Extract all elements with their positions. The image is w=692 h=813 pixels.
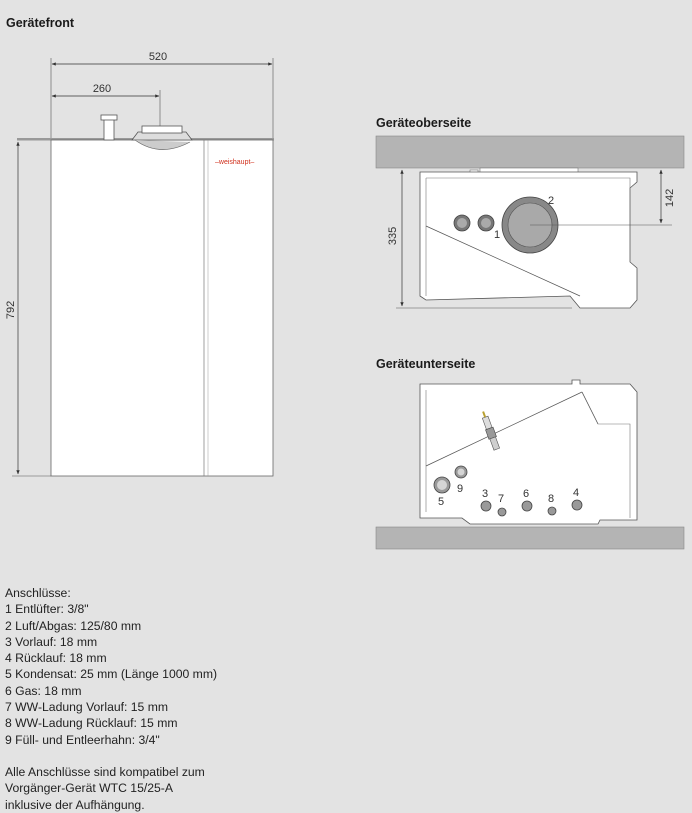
connections-legend: Anschlüsse: 1 Entlüfter: 3/8" 2 Luft/Abg… <box>5 585 217 813</box>
bottom-conn-3 <box>480 500 492 512</box>
compatibility-note: Alle Anschlüsse sind kompatibel zum Vorg… <box>5 764 217 813</box>
legend-item: 5 Kondensat: 25 mm (Länge 1000 mm) <box>5 667 218 682</box>
top-view-title: Geräteoberseite <box>376 116 472 130</box>
top-connection-small-b-inner <box>481 218 491 228</box>
legend-item: 7 WW-Ladung Vorlauf: 15 mm <box>5 700 169 715</box>
top-callout-1: 1 <box>494 229 500 241</box>
top-diagonal <box>425 225 581 297</box>
bottom-diagonal-2 <box>581 391 599 425</box>
legend-item: 9 Füll- und Entleerhahn: 3/4" <box>5 732 160 747</box>
bottom-callout-8: 8 <box>548 493 554 505</box>
bottom-body <box>419 379 638 525</box>
bottom-conn-5-inner <box>437 480 447 490</box>
bottom-view-title: Geräteunterseite <box>376 357 476 371</box>
legend-item: 4 Rücklauf: 18 mm <box>5 651 107 666</box>
bottom-conn-6 <box>521 500 533 512</box>
vent-pipe-cap <box>100 114 118 121</box>
dim-260-label: 260 <box>93 83 111 95</box>
bottom-conn-9-inner <box>457 468 465 476</box>
vent-pipe <box>103 117 115 141</box>
bottom-callout-7: 7 <box>498 493 504 505</box>
bottom-conn-7 <box>497 507 507 517</box>
top-body-inner <box>425 177 631 296</box>
bottom-diagonal <box>425 391 583 467</box>
legend-item: 3 Vorlauf: 18 mm <box>5 634 98 649</box>
legend-item: 6 Gas: 18 mm <box>5 683 82 698</box>
top-ceiling <box>375 135 685 169</box>
bottom-callout-4: 4 <box>573 487 579 499</box>
fill-drain-valve <box>481 411 500 451</box>
bottom-conn-4 <box>571 499 583 511</box>
dim-520-label: 520 <box>149 51 167 63</box>
legend-item: 8 WW-Ladung Rücklauf: 15 mm <box>5 716 178 731</box>
bottom-wall <box>375 526 685 550</box>
dim-142-label: 142 <box>664 189 676 207</box>
bottom-conn-8 <box>547 506 557 516</box>
top-view: 2 1 335 142 <box>375 135 685 309</box>
front-view: –weishaupt– 520 260 792 <box>5 51 274 477</box>
bottom-callout-5: 5 <box>438 496 444 508</box>
front-view-title: Gerätefront <box>6 16 75 30</box>
dim-792-label: 792 <box>5 301 17 319</box>
legend-item: 1 Entlüfter: 3/8" <box>5 602 89 617</box>
note-line: inklusive der Aufhängung. <box>5 797 145 812</box>
flue-base <box>134 139 191 150</box>
dim-335-label: 335 <box>387 227 399 245</box>
bottom-view: 5 9 3 7 6 8 4 <box>375 379 685 550</box>
boiler-body <box>50 139 274 477</box>
bottom-callout-6: 6 <box>523 488 529 500</box>
legend-item: 2 Luft/Abgas: 125/80 mm <box>5 618 142 633</box>
bottom-callout-3: 3 <box>482 488 488 500</box>
flue-ring <box>141 125 183 134</box>
note-line: Alle Anschlüsse sind kompatibel zum <box>5 764 205 779</box>
brand-label: –weishaupt– <box>215 159 254 166</box>
top-connection-small-a-inner <box>457 218 467 228</box>
note-line: Vorgänger-Gerät WTC 15/25-A <box>5 781 173 796</box>
flue-connector <box>131 131 193 141</box>
bottom-callout-9: 9 <box>457 483 463 495</box>
legend-heading: Anschlüsse: <box>5 586 71 600</box>
top-callout-2: 2 <box>548 195 554 207</box>
